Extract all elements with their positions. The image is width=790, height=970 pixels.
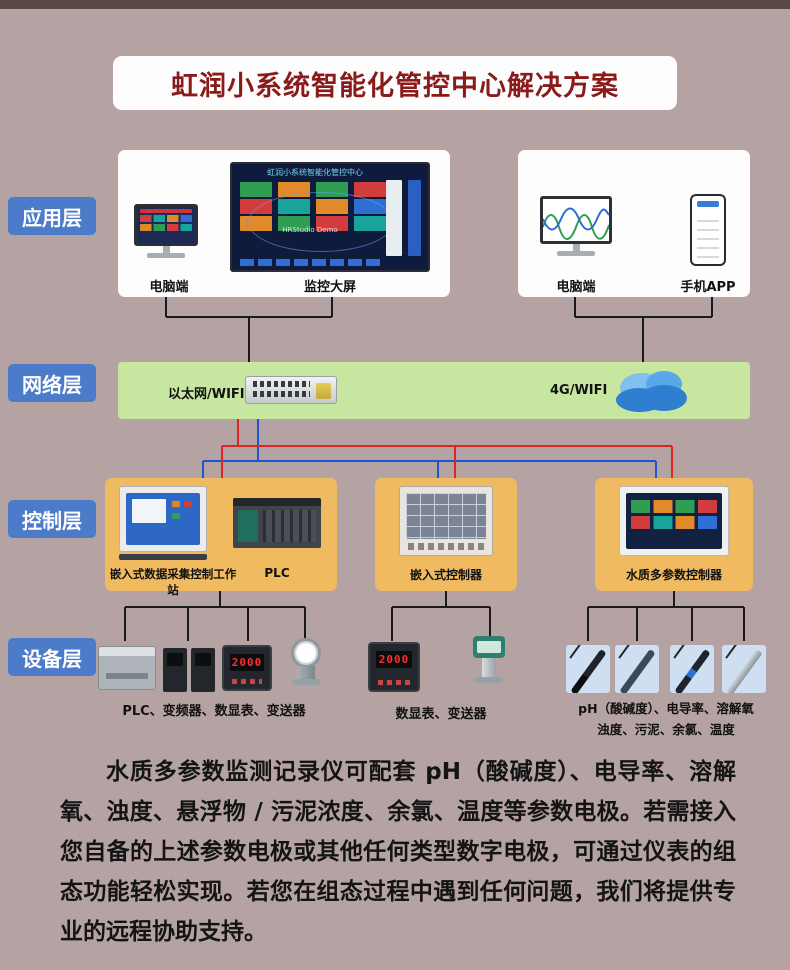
device-group2-label: 数显表、变送器 xyxy=(395,707,487,722)
embedded-controller-label: 嵌入式控制器 xyxy=(409,568,482,582)
page-title-text: 虹润小系统智能化管控中心解决方案 xyxy=(171,70,619,102)
scada-screen-art xyxy=(137,207,195,243)
device-group1-label: PLC、变频器、数显表、变送器 xyxy=(122,704,306,719)
dissolved-oxygen-probe-icon xyxy=(670,645,714,693)
wall-screen-label: 监控大屏 xyxy=(303,280,356,295)
screen-mosaic-row xyxy=(631,516,717,529)
control-panel-workstation: 嵌入式数据采集控制工作站 PLC xyxy=(105,478,337,597)
screen-mosaic-row xyxy=(240,182,386,197)
ph-probe-icon xyxy=(566,645,610,693)
screen-mosaic-row xyxy=(631,500,717,513)
meter-display: 2000 xyxy=(376,651,412,668)
network-layer-bar: 以太网/WIFI 4G/WIFI xyxy=(118,362,750,419)
plc-label: PLC xyxy=(264,566,290,580)
wall-screen-title: 虹润小系统智能化管控中心 xyxy=(267,168,363,177)
screen-side-panel xyxy=(386,180,402,256)
embedded-controller-icon xyxy=(399,486,493,556)
control-panel-water-quality: 水质多参数控制器 xyxy=(595,478,753,591)
wall-screen-watermark: HRStudio Demo xyxy=(282,226,338,234)
temperature-probe-icon xyxy=(722,645,766,693)
page-title: 虹润小系统智能化管控中心解决方案 xyxy=(113,56,677,110)
top-band xyxy=(0,0,790,9)
control-panel-embedded-controller: 嵌入式控制器 xyxy=(375,478,517,591)
plc-rack-icon xyxy=(233,498,321,548)
smartphone-icon xyxy=(690,194,726,266)
digital-meter-icon: 2000 xyxy=(368,642,420,692)
embedded-workstation-icon xyxy=(119,486,207,552)
screen-right-column xyxy=(408,180,421,256)
transmitter-icon xyxy=(282,638,330,685)
meter-display: 2000 xyxy=(230,654,264,671)
device-group3-label-line1: pH（酸碱度）、电导率、溶解氧 xyxy=(578,701,754,716)
ethernet-label: 以太网/WIFI xyxy=(168,387,245,402)
water-quality-controller-icon xyxy=(619,486,729,556)
description-paragraph: 水质多参数监测记录仪可配套 pH（酸碱度）、电导率、溶解氧、浊度、悬浮物 / 污… xyxy=(60,759,736,945)
digital-meter-icon: 2000 xyxy=(222,645,272,691)
application-left-panel: 电脑端 虹润小系统智能化管控中心 HRStudio Demo 监控大屏 xyxy=(118,150,450,297)
conductivity-probe-icon xyxy=(615,645,659,693)
monitor-screen xyxy=(540,196,612,244)
layer-badge-device: 设备层 xyxy=(8,638,96,676)
monitor-screen xyxy=(134,204,198,246)
desktop-monitor-icon xyxy=(540,196,612,256)
pressure-transmitter-icon xyxy=(465,636,513,683)
screen-bottom-strip xyxy=(240,259,380,266)
cellular-label: 4G/WIFI xyxy=(550,383,608,398)
layer-badge-application: 应用层 xyxy=(8,197,96,235)
network-switch-icon xyxy=(245,376,337,404)
workstation-label: 嵌入式数据采集控制工作站 xyxy=(109,567,237,597)
pc-label: 电脑端 xyxy=(556,280,596,295)
pc-label: 电脑端 xyxy=(149,280,189,295)
device-group3-label-line2: 浊度、污泥、余氯、温度 xyxy=(597,722,735,737)
screen-mosaic-row xyxy=(140,215,192,222)
frequency-inverter-icon xyxy=(163,648,215,692)
red-connectors xyxy=(221,419,673,479)
blue-connectors xyxy=(202,419,657,479)
application-right-panel: 电脑端 手机APP xyxy=(518,150,750,297)
water-quality-controller-label: 水质多参数控制器 xyxy=(625,568,722,582)
workstation-base xyxy=(119,554,207,560)
desktop-monitor-icon xyxy=(134,204,198,258)
screen-mosaic-row xyxy=(140,224,192,231)
waveform-art xyxy=(543,207,609,240)
phone-app-label: 手机APP xyxy=(680,280,736,295)
plc-device-icon xyxy=(98,646,156,690)
layer-badge-control: 控制层 xyxy=(8,500,96,538)
screen-ellipse-decoration xyxy=(248,192,394,252)
monitor-wall-icon: 虹润小系统智能化管控中心 HRStudio Demo xyxy=(230,162,430,272)
cloud-icon xyxy=(612,362,690,418)
layer-badge-network: 网络层 xyxy=(8,364,96,402)
